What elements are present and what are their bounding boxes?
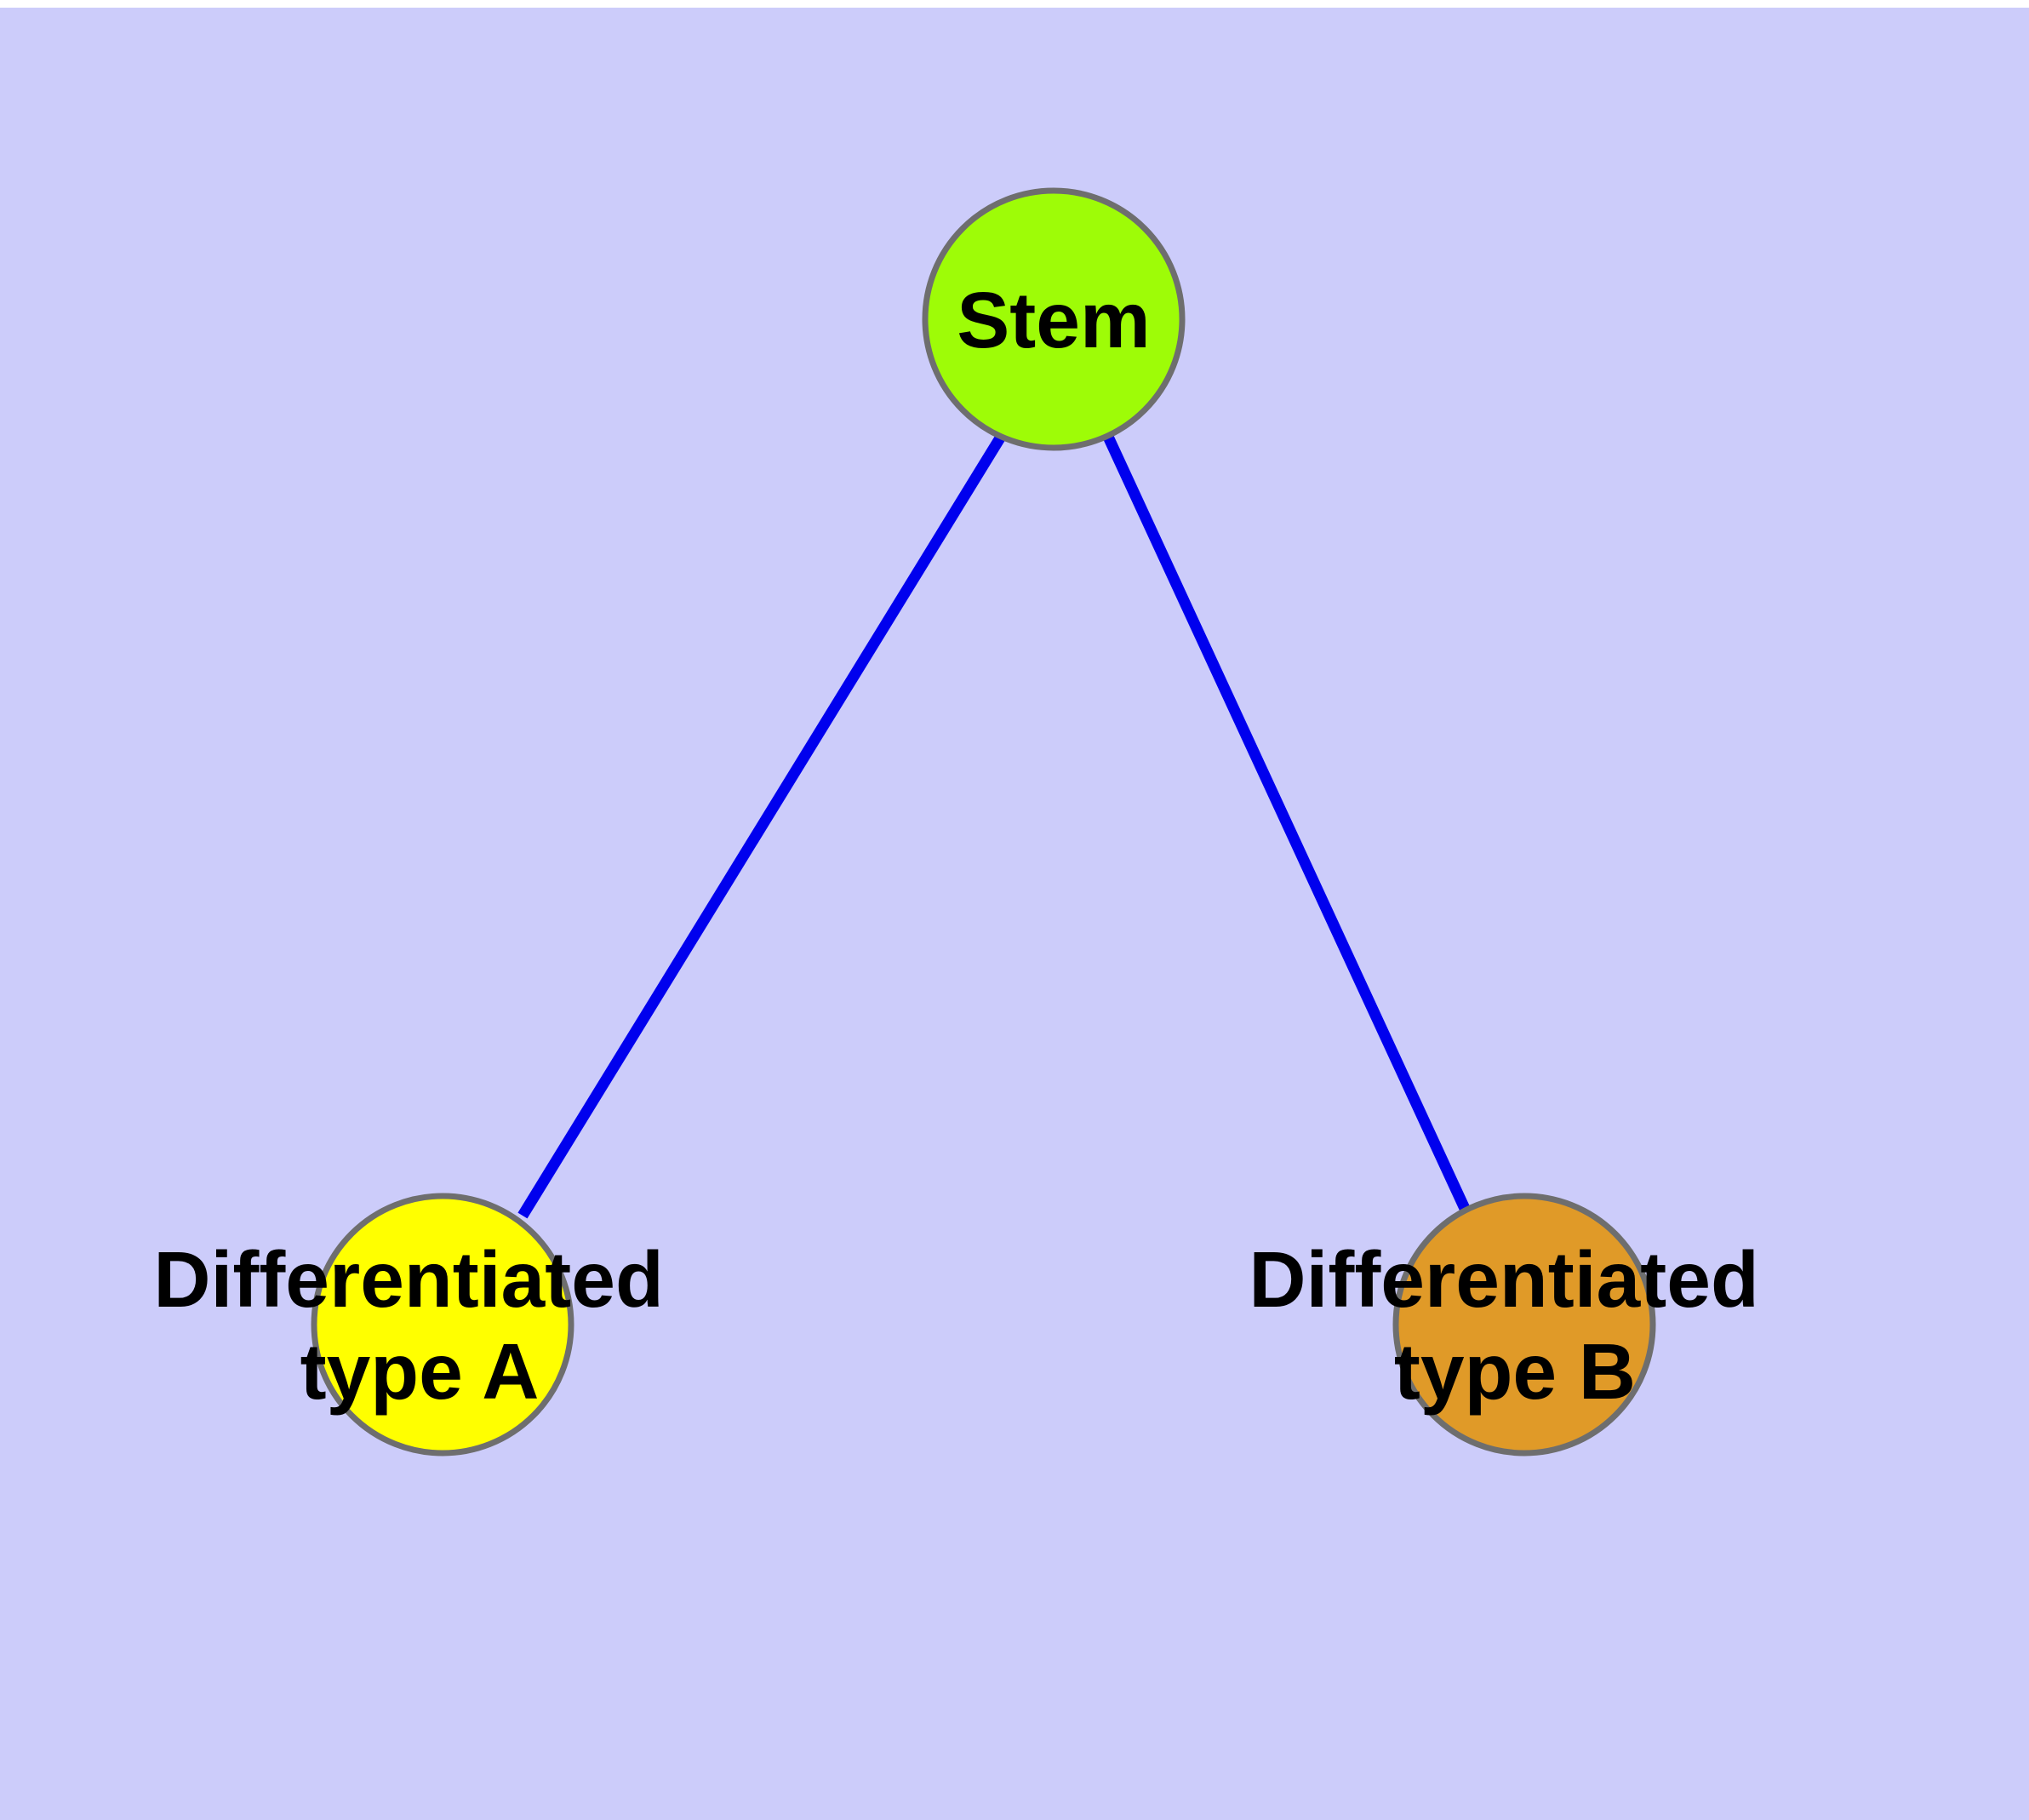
node-diff-type-a-circle[interactable] bbox=[311, 1193, 574, 1457]
node-diff-type-b-label-line-0: Differentiated bbox=[1249, 1235, 1758, 1324]
labels-layer: Differentiated type A Differentiated typ… bbox=[153, 1235, 1780, 1416]
node-diff-type-b[interactable] bbox=[1392, 1193, 1656, 1457]
node-diff-type-a-label-line-0: Differentiated bbox=[153, 1235, 663, 1324]
node-diff-type-a[interactable] bbox=[311, 1193, 574, 1457]
node-diff-type-a-label: Differentiated type A bbox=[153, 1235, 685, 1416]
node-diff-type-b-label: Differentiated type B bbox=[1249, 1235, 1780, 1416]
node-stem-circle[interactable] bbox=[922, 187, 1186, 451]
nodes-layer: Stem bbox=[311, 187, 1656, 1457]
node-diff-type-b-label-line-1: type B bbox=[1394, 1327, 1636, 1416]
node-stem-label: Stem bbox=[957, 276, 1150, 364]
node-diff-type-a-label-line-1: type A bbox=[300, 1327, 540, 1416]
edges-layer bbox=[517, 433, 1472, 1219]
node-diff-type-b-circle[interactable] bbox=[1392, 1193, 1656, 1457]
node-stem-label-line-0: Stem bbox=[957, 276, 1150, 364]
node-stem[interactable]: Stem bbox=[922, 187, 1186, 451]
edge-stem-to-type-b[interactable] bbox=[1103, 434, 1472, 1215]
edge-stem-to-type-a[interactable] bbox=[517, 433, 1006, 1219]
